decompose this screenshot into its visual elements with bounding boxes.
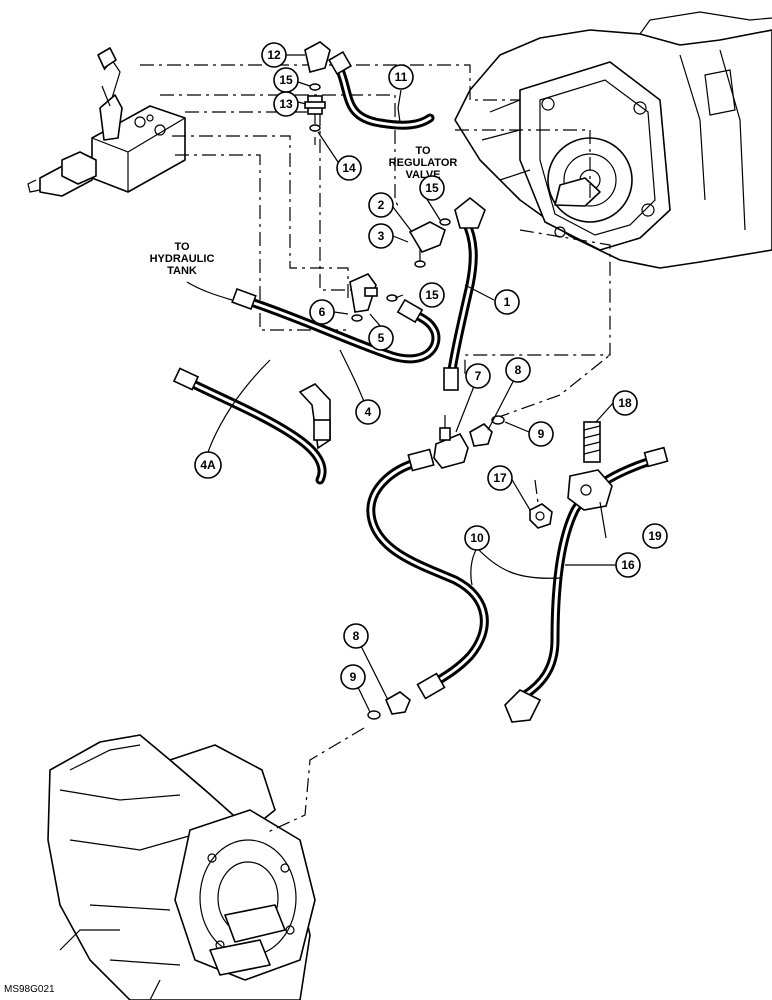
callout-label: 18 bbox=[618, 396, 632, 410]
callout-label: 12 bbox=[267, 48, 281, 62]
callout-label: 19 bbox=[648, 529, 662, 543]
callout-label: 6 bbox=[319, 305, 326, 319]
note-line: TO bbox=[174, 241, 190, 253]
callout-3: 3 bbox=[368, 223, 394, 249]
callout-label: 17 bbox=[493, 471, 507, 485]
callout-label: 11 bbox=[395, 70, 408, 84]
callout-16: 16 bbox=[615, 552, 641, 578]
callout-2: 2 bbox=[368, 192, 394, 218]
callout-9: 9 bbox=[340, 664, 366, 690]
callout-4: 4 bbox=[355, 399, 381, 425]
axle-housing bbox=[47, 734, 316, 1000]
callout-8: 8 bbox=[343, 623, 369, 649]
callout-8: 8 bbox=[505, 357, 531, 383]
note-line: TANK bbox=[167, 265, 197, 277]
note-line: HYDRAULIC bbox=[150, 253, 215, 265]
callout-label: 15 bbox=[279, 73, 293, 87]
callout-label: 8 bbox=[515, 363, 522, 377]
callout-4a: 4A bbox=[194, 451, 222, 479]
callout-label: 4A bbox=[200, 458, 216, 472]
fittings bbox=[304, 41, 613, 720]
hose-4 bbox=[231, 287, 441, 364]
callout-label: 10 bbox=[470, 531, 484, 545]
callout-13: 13 bbox=[273, 91, 299, 117]
callout-15: 15 bbox=[419, 175, 445, 201]
note-hydraulic-tank: TO HYDRAULIC TANK bbox=[150, 241, 215, 277]
callout-17: 17 bbox=[487, 465, 513, 491]
callout-12: 12 bbox=[261, 42, 287, 68]
callout-9: 9 bbox=[528, 421, 554, 447]
callout-label: 16 bbox=[621, 558, 635, 572]
callout-15: 15 bbox=[273, 67, 299, 93]
callout-label: 8 bbox=[353, 629, 360, 643]
routing-lines bbox=[140, 64, 611, 833]
figure-code: MS98G021 bbox=[4, 984, 55, 995]
elbow-12 bbox=[304, 41, 331, 73]
callout-label: 13 bbox=[279, 97, 293, 111]
callout-7: 7 bbox=[465, 363, 491, 389]
callout-label: 4 bbox=[365, 405, 372, 419]
callout-label: 3 bbox=[378, 229, 385, 243]
valve-block bbox=[27, 47, 186, 197]
callout-label: 9 bbox=[538, 427, 545, 441]
callout-18: 18 bbox=[612, 390, 638, 416]
callout-6: 6 bbox=[309, 299, 335, 325]
callout-label: 1 bbox=[504, 295, 511, 309]
hose-10 bbox=[366, 448, 489, 700]
callout-label: 15 bbox=[425, 181, 439, 195]
callout-19: 19 bbox=[642, 523, 668, 549]
callout-label: 15 bbox=[425, 288, 439, 302]
hose-4a bbox=[172, 367, 331, 485]
callout-11: 11 bbox=[388, 64, 414, 90]
callout-label: 2 bbox=[378, 198, 385, 212]
callout-label: 14 bbox=[342, 161, 356, 175]
note-line: REGULATOR bbox=[389, 157, 458, 169]
transmission-housing bbox=[454, 11, 772, 269]
hose-11 bbox=[327, 50, 435, 130]
callout-5: 5 bbox=[368, 325, 394, 351]
callout-1: 1 bbox=[494, 289, 520, 315]
callout-label: 5 bbox=[378, 331, 385, 345]
callout-10: 10 bbox=[464, 525, 490, 551]
callout-15: 15 bbox=[419, 282, 445, 308]
note-line: TO bbox=[415, 145, 431, 157]
callout-label: 9 bbox=[350, 670, 357, 684]
note-regulator-valve: TO REGULATOR VALVE bbox=[389, 145, 458, 181]
hose-1 bbox=[443, 196, 486, 391]
callout-14: 14 bbox=[336, 155, 362, 181]
hose-16 bbox=[504, 446, 669, 723]
callout-label: 7 bbox=[475, 369, 482, 383]
